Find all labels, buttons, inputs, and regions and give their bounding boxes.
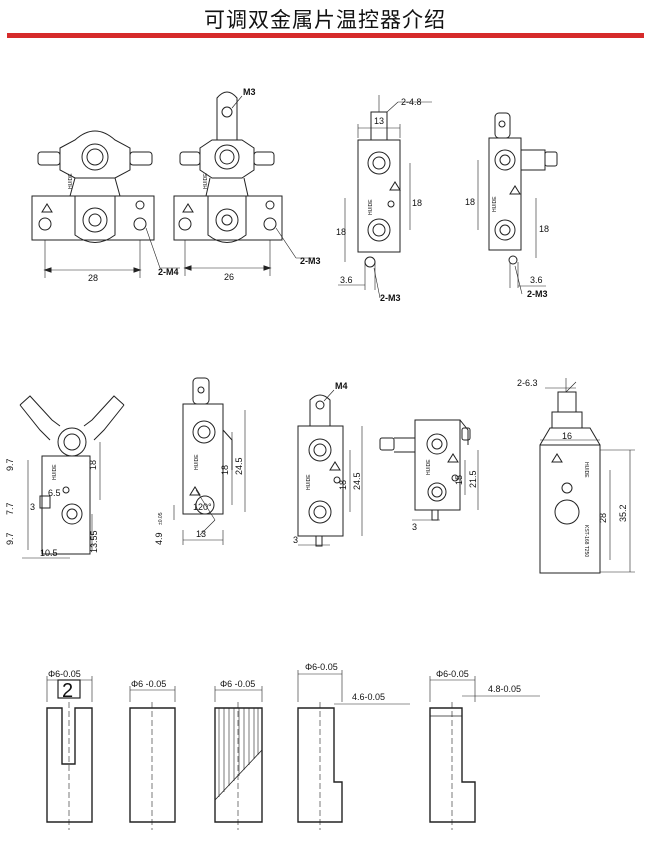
thermostat-drawing-1: HUIDE bbox=[31, 130, 180, 278]
d6-brand: HUIDE bbox=[194, 454, 200, 470]
shaft1-diameter: Φ6-0.05 bbox=[48, 669, 81, 679]
d9-brand: HUIDE bbox=[583, 462, 589, 478]
d1-width-dim: 28 bbox=[88, 273, 98, 283]
d6-tolerance: ±0.05 bbox=[158, 512, 164, 525]
d3-height-dim-1: 18 bbox=[336, 227, 346, 237]
shaft-profile-1 bbox=[46, 676, 93, 830]
shaft3-diameter: Φ6 -0.05 bbox=[220, 679, 255, 689]
d4-offset-dim: 3.6 bbox=[530, 275, 543, 285]
d7-dim-a: 18 bbox=[338, 480, 348, 490]
d3-callout: 2-M3 bbox=[380, 293, 401, 303]
shaft4-diameter: Φ6-0.05 bbox=[305, 662, 338, 672]
thermostat-drawing-7: HUIDE bbox=[297, 389, 363, 547]
shaft5-diameter: Φ6-0.05 bbox=[436, 669, 469, 679]
d7-top-callout: M4 bbox=[335, 381, 348, 391]
d5-dim-c: 6.5 bbox=[48, 488, 61, 498]
d1-callout: 2-M4 bbox=[158, 267, 179, 277]
d5-dim-d: 7.7 bbox=[5, 502, 15, 515]
shaft-profile-2 bbox=[129, 686, 176, 830]
d8-dim-b: 21.5 bbox=[468, 470, 478, 488]
shaft1-slot-dim: 2 bbox=[62, 680, 73, 702]
thermostat-drawing-3: HUIDE bbox=[338, 95, 432, 299]
d5-dim-b: 18 bbox=[88, 460, 98, 470]
thermostat-drawing-5: HUIDE bbox=[19, 395, 125, 559]
d5-dim-f: 9.7 bbox=[5, 532, 15, 545]
shaft4-flat-dim: 4.6-0.05 bbox=[352, 692, 385, 702]
d2-width-dim: 26 bbox=[224, 272, 234, 282]
d3-brand: HUIDE bbox=[368, 199, 374, 215]
shaft-profile-3 bbox=[214, 686, 263, 830]
d5-dim-e: 3 bbox=[30, 502, 35, 512]
d1-brand: HUIDE bbox=[68, 173, 74, 189]
shaft5-flat-dim: 4.8-0.05 bbox=[488, 684, 521, 694]
d9-dim-b: 35.2 bbox=[618, 504, 628, 522]
d9-slot-dim: 2-6.3 bbox=[517, 378, 538, 388]
d9-model: KST-168 T250 bbox=[583, 525, 589, 557]
d2-brand: HUIDE bbox=[203, 173, 209, 189]
d5-brand: HUIDE bbox=[52, 464, 58, 480]
shaft-profile-5 bbox=[429, 676, 540, 830]
d3-slot-dim: 2-4.8 bbox=[401, 97, 422, 107]
d8-dim-a: 15 bbox=[454, 475, 464, 485]
d2-callout: 2-M3 bbox=[300, 256, 321, 266]
d3-offset-dim: 3.6 bbox=[340, 275, 353, 285]
title-underline bbox=[7, 33, 644, 38]
d6-angle-dim: 120° bbox=[193, 502, 212, 512]
d6-dim-d: 4.9 bbox=[154, 532, 164, 545]
d7-dim-c: 3 bbox=[293, 535, 298, 545]
d7-dim-b: 24.5 bbox=[352, 472, 362, 490]
shaft-profile-4 bbox=[297, 670, 410, 830]
page-title: 可调双金属片温控器介绍 bbox=[204, 8, 446, 32]
d5-dim-a: 9.7 bbox=[5, 458, 15, 471]
d2-top-callout: M3 bbox=[243, 87, 256, 97]
d8-brand: HUIDE bbox=[426, 459, 432, 475]
d6-dim-b: 24.5 bbox=[234, 457, 244, 475]
d4-callout: 2-M3 bbox=[527, 289, 548, 299]
thermostat-drawing-2: HUIDE bbox=[173, 91, 314, 276]
d4-brand: HUIDE bbox=[492, 196, 498, 212]
d9-width-dim: 16 bbox=[562, 431, 572, 441]
thermostat-drawing-4: HUIDE bbox=[477, 112, 558, 295]
thermostat-drawing-8: HUIDE bbox=[379, 419, 479, 521]
d3-height-dim-2: 18 bbox=[412, 198, 422, 208]
d6-dim-c: 13 bbox=[196, 529, 206, 539]
d5-dim-h: 10.5 bbox=[40, 548, 58, 558]
thermostat-drawing-9: HUIDE KST-168 T250 bbox=[539, 378, 635, 574]
d4-height-dim-2: 18 bbox=[539, 224, 549, 234]
d4-height-dim-1: 18 bbox=[465, 197, 475, 207]
d9-dim-a: 28 bbox=[598, 513, 608, 523]
thermostat-drawing-6: HUIDE bbox=[173, 377, 246, 545]
d8-dim-c: 3 bbox=[412, 522, 417, 532]
d7-brand: HUIDE bbox=[306, 474, 312, 490]
d3-width-dim: 13 bbox=[374, 116, 384, 126]
d6-dim-a: 18 bbox=[220, 465, 230, 475]
d5-dim-g: 13.55 bbox=[89, 530, 99, 553]
shaft2-diameter: Φ6 -0.05 bbox=[131, 679, 166, 689]
